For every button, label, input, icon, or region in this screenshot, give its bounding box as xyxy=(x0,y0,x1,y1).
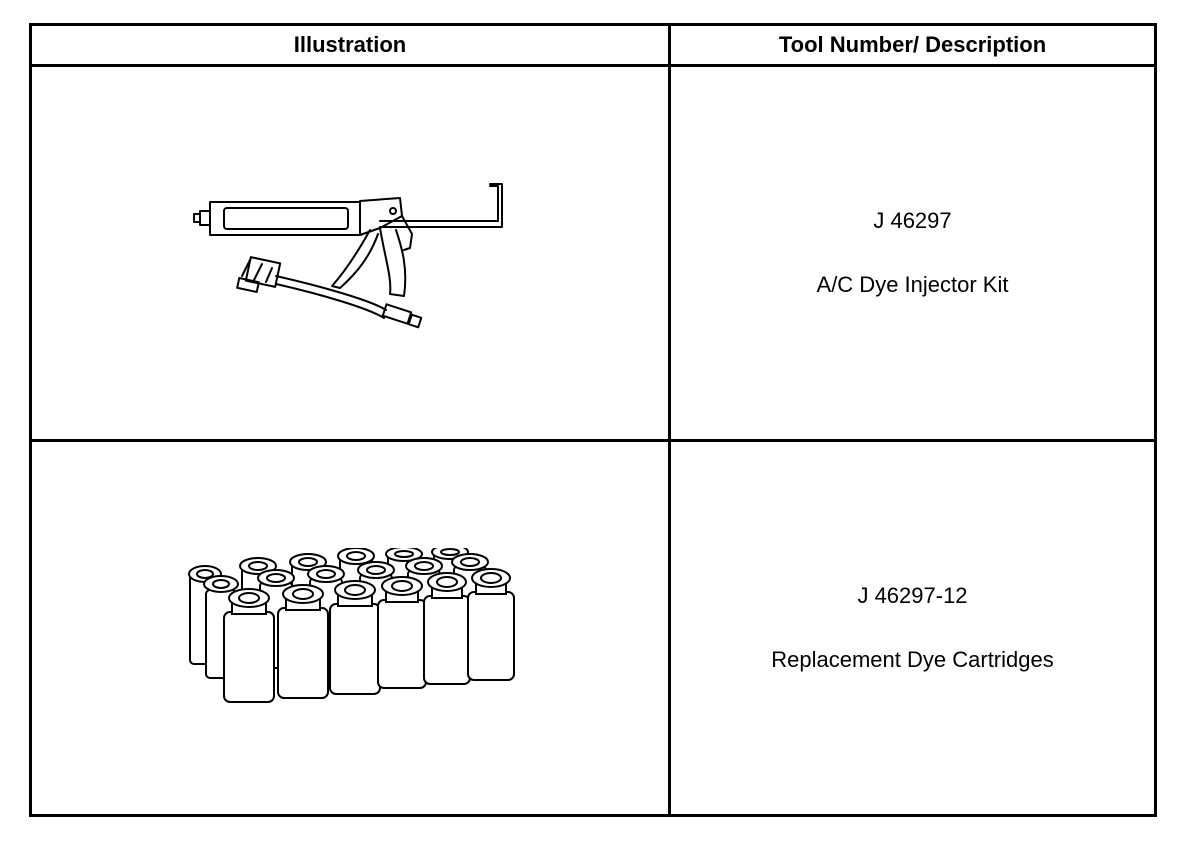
header-illustration: Illustration xyxy=(29,23,671,67)
tool-description: Replacement Dye Cartridges xyxy=(771,647,1054,672)
header-tool-description: Tool Number/ Description xyxy=(668,23,1157,67)
dye-injector-gun-icon xyxy=(193,183,503,329)
dye-cartridges-icon xyxy=(188,548,515,703)
header-row: Illustration Tool Number/ Description xyxy=(29,23,1157,67)
tool-description: A/C Dye Injector Kit xyxy=(816,272,1009,297)
table-row: J 46297 A/C Dye Injector Kit xyxy=(29,64,1157,442)
illustration-cell xyxy=(29,439,671,817)
tool-number: J 46297-12 xyxy=(857,583,968,608)
tool-table: Illustration Tool Number/ Description xyxy=(29,23,1157,817)
description-cell: J 46297 A/C Dye Injector Kit xyxy=(668,64,1157,442)
illustration-cell xyxy=(29,64,671,442)
table-row: J 46297-12 Replacement Dye Cartridges xyxy=(29,439,1157,817)
tool-number: J 46297 xyxy=(873,208,952,233)
description-cell: J 46297-12 Replacement Dye Cartridges xyxy=(668,439,1157,817)
